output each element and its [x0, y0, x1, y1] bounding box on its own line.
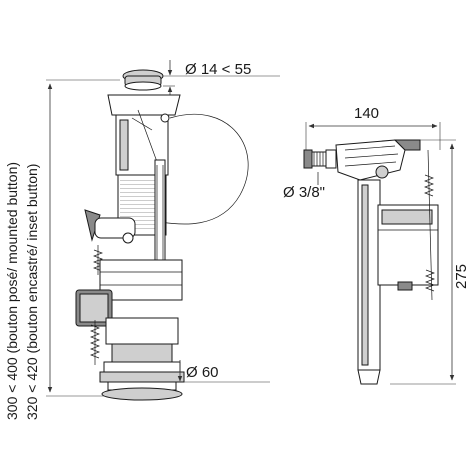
valve-tube — [357, 179, 381, 385]
float-mechanism — [84, 209, 136, 275]
flush-valve-drawing — [46, 60, 280, 401]
height-mounted-label: 300 < 400 (bouton posé/ mounted button) — [4, 162, 20, 420]
push-button — [122, 69, 164, 91]
lower-body — [90, 317, 185, 401]
fill-valve-width-label: 140 — [354, 105, 379, 122]
valve-head — [335, 139, 421, 181]
height-inset-label: 320 < 420 (bouton encastré/ inset button… — [24, 164, 40, 420]
release-cable — [159, 113, 249, 225]
fill-valve-drawing — [303, 122, 456, 385]
fill-valve-height-label: 275 — [453, 264, 470, 289]
button-diameter-label: Ø 14 < 55 — [185, 61, 251, 78]
float-box — [377, 204, 439, 291]
inlet-nozzle — [303, 149, 337, 185]
upper-body — [107, 94, 181, 176]
inlet-diameter-label: Ø 3/8" — [283, 184, 325, 201]
housing-frame — [75, 259, 183, 327]
fill-valve-height-dimension — [390, 139, 456, 385]
adjustment-screw — [424, 149, 435, 301]
base-diameter-label: Ø 60 — [186, 364, 219, 381]
base-diameter-dimension — [177, 360, 270, 383]
fill-valve-width-dimension — [305, 122, 441, 150]
